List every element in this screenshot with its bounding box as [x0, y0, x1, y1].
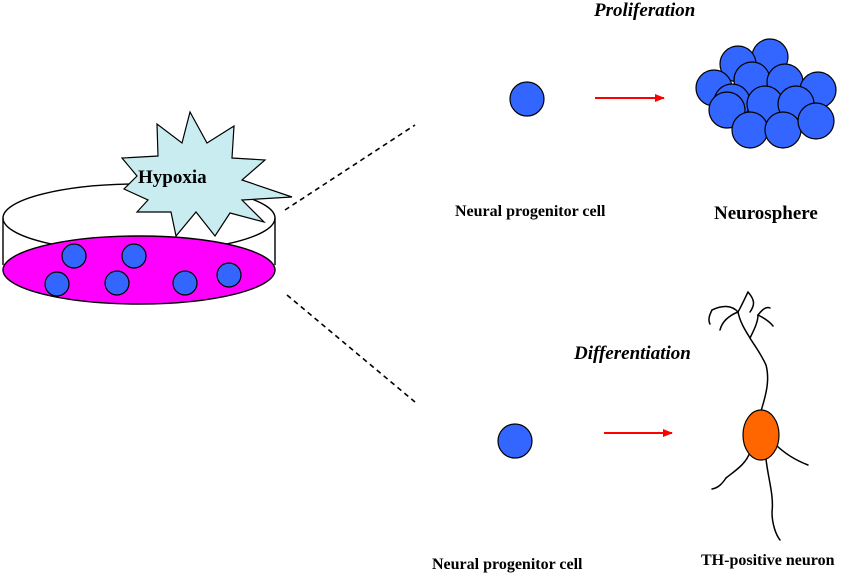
- neuron-label: TH-positive neuron: [701, 552, 835, 569]
- connector-line-bottom: [286, 294, 416, 403]
- hypoxia-label: Hypoxia: [138, 167, 207, 188]
- dish-cells: [44, 243, 242, 297]
- progenitor-cell-label-top: Neural progenitor cell: [455, 203, 606, 220]
- progenitor-cell-icon-top: [509, 81, 545, 117]
- dish-cell: [104, 270, 130, 296]
- dish-cell: [121, 243, 147, 269]
- differentiation-title: Differentiation: [574, 343, 691, 364]
- connector-line-top: [284, 124, 416, 211]
- neurosphere-icon: [695, 38, 837, 149]
- dish-cell: [44, 271, 70, 297]
- neurosphere-label: Neurosphere: [714, 203, 818, 224]
- dish-cell: [61, 243, 87, 269]
- dish-cell: [216, 262, 242, 288]
- progenitor-cell-icon-bottom: [497, 423, 533, 459]
- starburst-icon: [120, 110, 293, 238]
- dish-cell: [172, 270, 198, 296]
- petri-dish-icon: [2, 183, 276, 305]
- neuron-body: [742, 409, 780, 461]
- progenitor-cell-label-bottom: Neural progenitor cell: [432, 556, 583, 573]
- neuron-icon: [708, 291, 809, 541]
- proliferation-title: Proliferation: [594, 0, 696, 21]
